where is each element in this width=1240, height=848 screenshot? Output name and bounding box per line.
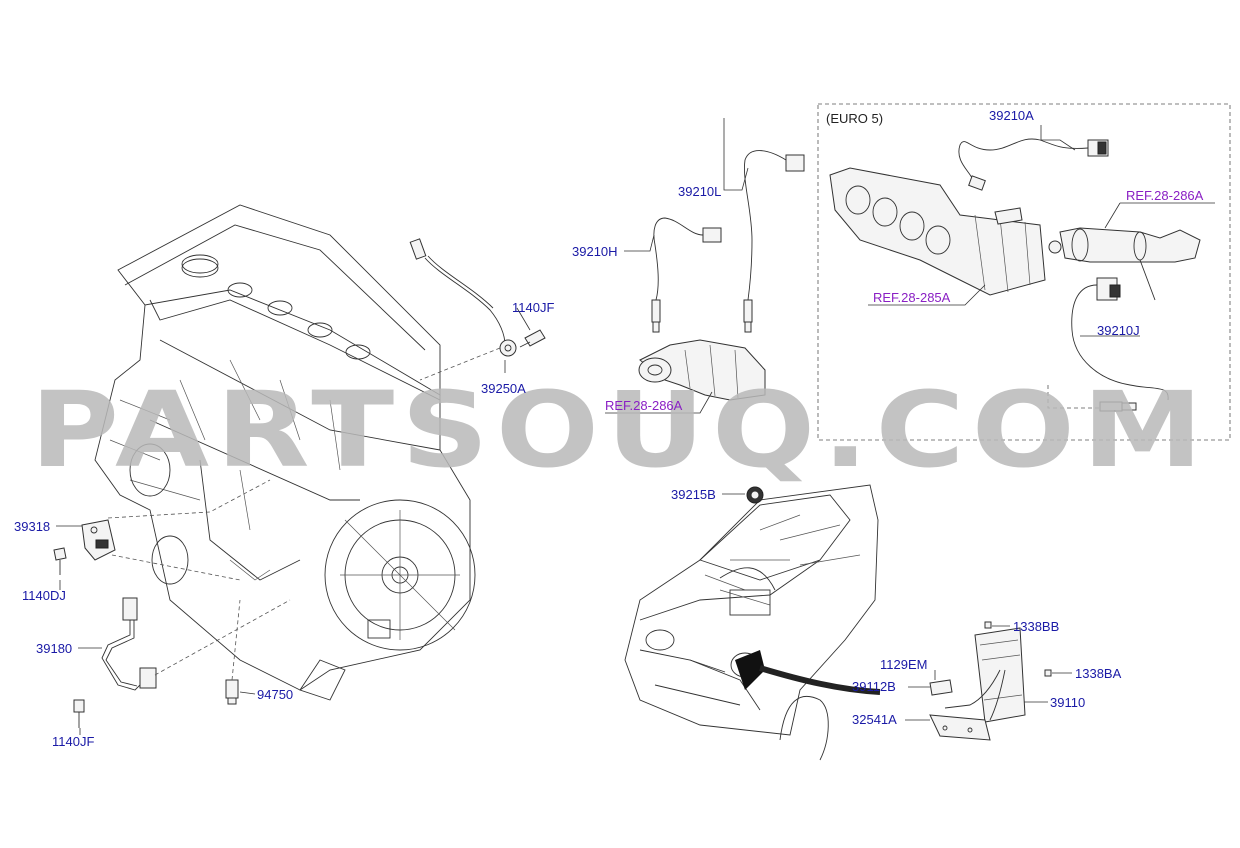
bolt-1140JF-bottom[interactable] <box>73 699 85 728</box>
engine-assembly-lines <box>107 347 501 681</box>
part-labels: 39210A 39210L 39210H 1140JF 39250A 39210… <box>14 108 1140 749</box>
label-1338BB[interactable]: 1338BB <box>1013 619 1059 634</box>
bolt-1140JF-top[interactable] <box>519 329 546 348</box>
ref-28-286A-center[interactable]: REF.28-286A <box>605 398 683 413</box>
label-39210J[interactable]: 39210J <box>1097 323 1140 338</box>
exhaust-manifold-euro5 <box>829 167 1046 296</box>
label-1140JF-top[interactable]: 1140JF <box>512 300 554 315</box>
knock-sensor-harness[interactable] <box>409 238 517 357</box>
euro5-title: (EURO 5) <box>826 111 883 126</box>
label-39210A[interactable]: 39210A <box>989 108 1034 123</box>
ref-28-286A-right[interactable]: REF.28-286A <box>1126 188 1204 203</box>
catalytic-converter-center <box>638 339 766 401</box>
reference-labels: REF.28-286A REF.28-285A REF.28-286A <box>605 188 1204 413</box>
label-39112B[interactable]: 39112B <box>852 679 896 694</box>
label-1338BA[interactable]: 1338BA <box>1075 666 1122 681</box>
crankshaft-sensor-harness[interactable] <box>101 597 157 691</box>
label-39180[interactable]: 39180 <box>36 641 72 656</box>
euro5-section <box>817 103 1231 441</box>
oxygen-sensor-39210J[interactable] <box>1071 277 1169 412</box>
vehicle-drawing <box>624 484 881 761</box>
ref-28-285A[interactable]: REF.28-285A <box>873 290 951 305</box>
label-94750[interactable]: 94750 <box>257 687 293 702</box>
oxygen-sensor-39210H[interactable] <box>651 217 722 333</box>
label-32541A[interactable]: 32541A <box>852 712 897 727</box>
leader-lines <box>56 118 1215 735</box>
label-39210H[interactable]: 39210H <box>572 244 618 259</box>
ecu-assembly[interactable] <box>929 621 1052 741</box>
label-39215B[interactable]: 39215B <box>671 487 716 502</box>
bolt-1140DJ[interactable] <box>53 547 67 575</box>
label-1140DJ[interactable]: 1140DJ <box>22 588 66 603</box>
oil-pressure-switch[interactable] <box>225 679 239 705</box>
label-39210L[interactable]: 39210L <box>678 184 721 199</box>
label-1129EM[interactable]: 1129EM <box>880 657 927 672</box>
watermark-text: PARTSOUQ.COM <box>30 369 1210 491</box>
engine-block-drawing <box>94 204 476 701</box>
label-39318[interactable]: 39318 <box>14 519 50 534</box>
oxygen-sensor-39210L[interactable] <box>743 150 805 333</box>
front-pipe-euro5 <box>1048 227 1201 301</box>
label-1140JF-bottom[interactable]: 1140JF <box>52 734 94 749</box>
label-39250A[interactable]: 39250A <box>481 381 526 396</box>
camshaft-sensor[interactable] <box>81 519 116 561</box>
label-39110[interactable]: 39110 <box>1050 695 1085 710</box>
oxygen-sensor-39210A[interactable] <box>958 138 1109 191</box>
